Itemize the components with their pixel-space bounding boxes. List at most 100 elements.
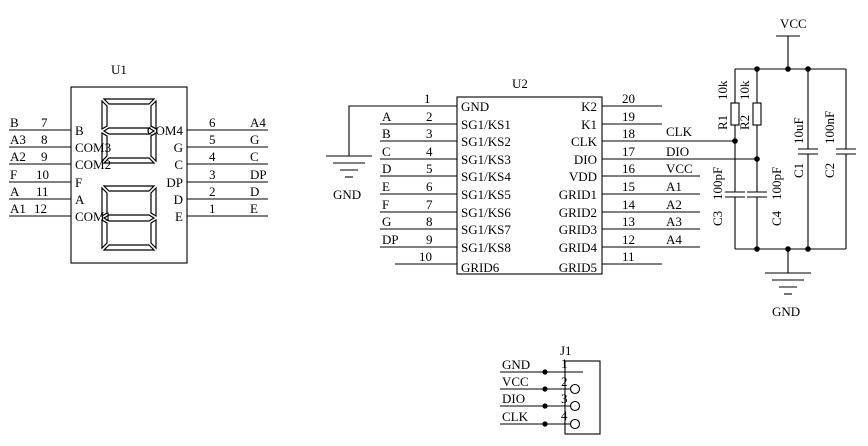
u1-right-pins: COM4 6 A4 G 5 G C 4 C DP 3 DP — [147, 115, 268, 224]
u2-pin-11: GRID5 11 — [559, 249, 662, 275]
u2-net-label: D — [382, 161, 391, 176]
u2-pin-name: SG1/KS5 — [461, 187, 511, 202]
u2-pin-name: SG1/KS1 — [461, 117, 511, 132]
u1-net-label: C — [250, 149, 259, 164]
u2-pin-number: 1 — [424, 91, 431, 106]
u1-pin-number: 4 — [209, 149, 216, 164]
u2-pin-number: 20 — [622, 91, 635, 106]
u1-pin-name: DP — [166, 175, 183, 190]
u2-driver-ic: U2 1 GND A 2 SG1/KS1 B 3 SG1/KS2 — [380, 76, 740, 275]
u2-right-pins: K2 20 K1 19 CLK 18 CLK DIO 17 DIO — [559, 91, 740, 275]
u1-pin-number: 12 — [34, 201, 47, 216]
c3-capacitor: C3 100pF — [710, 141, 745, 249]
u2-pin-number: 13 — [622, 214, 635, 229]
u2-pin-number: 3 — [426, 126, 433, 141]
u2-pin-9: DP 9 SG1/KS8 — [380, 232, 511, 255]
gnd-label: GND — [333, 187, 361, 202]
c1-capacitor: C1 10uF — [791, 69, 818, 249]
u1-pin-name: B — [75, 123, 84, 138]
u2-pin-name: GRID6 — [461, 260, 500, 275]
u1-pin-8: A3 8 COM3 — [9, 132, 111, 155]
u2-pin-name: GRID4 — [559, 240, 598, 255]
u2-pin-number: 2 — [426, 109, 433, 124]
u2-pin-name: SG1/KS7 — [461, 222, 511, 237]
u2-net-label: A4 — [666, 232, 682, 247]
u2-body — [456, 96, 603, 275]
u1-pin-number: 8 — [41, 132, 48, 147]
u2-ref: U2 — [512, 76, 528, 91]
u2-pin-name: GRID1 — [559, 187, 597, 202]
r2-resistor: R2 10k — [737, 69, 762, 159]
u2-pin-17: DIO 17 DIO — [574, 144, 740, 167]
u1-net-label: G — [250, 132, 259, 147]
j1-net-label: GND — [502, 357, 530, 372]
u2-pin-12: GRID4 12 A4 — [559, 232, 700, 255]
u2-net-label: DIO — [666, 144, 689, 159]
u1-pin-10: F 10 F — [9, 167, 82, 190]
c4-capacitor: C4 100pF — [747, 159, 784, 249]
u2-pin-name: GRID5 — [559, 260, 597, 275]
u1-pin-name: COM1 — [75, 209, 111, 224]
r1-resistor: R1 10k — [715, 69, 740, 141]
u2-pin-name: GRID3 — [559, 222, 597, 237]
u2-pin-name: SG1/KS6 — [461, 205, 511, 220]
u2-pin-10: 10 GRID6 — [395, 249, 500, 275]
u2-pin-number: 4 — [426, 144, 433, 159]
u1-pin-7: B 7 B — [9, 115, 84, 138]
u1-pin-number: 11 — [36, 184, 49, 199]
u1-net-label: DP — [250, 167, 267, 182]
u2-net-label: CLK — [666, 124, 693, 139]
u1-pin-number: 6 — [209, 115, 216, 130]
u1-pin-name: F — [75, 175, 82, 190]
u1-pin-number: 1 — [209, 201, 216, 216]
u2-pin-4: C 4 SG1/KS3 — [380, 144, 511, 167]
u1-net-label: B — [10, 115, 19, 130]
u1-net-label: E — [250, 201, 258, 216]
u1-pin-number: 9 — [41, 149, 48, 164]
u1-pin-name: E — [175, 209, 183, 224]
u1-pin-number: 2 — [209, 184, 216, 199]
u1-net-label: A4 — [250, 115, 266, 130]
u1-net-label: A2 — [10, 149, 26, 164]
j1-connector: J1 GND 1 VCC 2 DIO 3 CLK 4 — [500, 343, 601, 435]
c3-ref: C3 — [710, 211, 725, 226]
u2-pin-13: GRID3 13 A3 — [559, 214, 700, 237]
u2-pin-1: 1 GND — [395, 91, 489, 114]
u2-pin-name: SG1/KS2 — [461, 134, 511, 149]
u2-pin-number: 12 — [622, 232, 635, 247]
c1-ref: C1 — [791, 163, 806, 178]
u1-pin-name: COM2 — [75, 157, 111, 172]
u2-pin-16: VDD 16 VCC — [569, 161, 700, 184]
j1-pin-1: GND 1 — [500, 356, 583, 375]
u2-net-label: F — [382, 197, 389, 212]
u1-body — [70, 86, 188, 264]
u1-pin-name: COM3 — [75, 140, 111, 155]
u1-pin-1: E 1 E — [175, 201, 268, 224]
gnd-left: GND — [326, 105, 395, 202]
r1-value: 10k — [715, 80, 730, 100]
u2-net-label: B — [382, 126, 391, 141]
u2-pin-number: 15 — [622, 179, 635, 194]
u1-net-label: A3 — [10, 132, 26, 147]
gnd-wire — [348, 105, 395, 156]
c2-value: 100nF — [822, 111, 837, 144]
c1-value: 10uF — [791, 117, 806, 144]
junction-dot — [785, 66, 791, 72]
u1-ref: U1 — [111, 62, 127, 77]
u2-pin-number: 7 — [426, 197, 433, 212]
u1-net-label: F — [10, 167, 17, 182]
j1-body — [564, 360, 601, 435]
gnd-label: GND — [772, 304, 800, 319]
u2-pin-name: K1 — [581, 117, 597, 132]
junction-dot — [805, 246, 811, 252]
u2-pin-6: E 6 SG1/KS5 — [380, 179, 511, 202]
u2-pin-number: 10 — [419, 249, 432, 264]
vcc-label: VCC — [780, 16, 807, 31]
u1-pin-name: D — [174, 192, 183, 207]
u2-pin-3: B 3 SG1/KS2 — [380, 126, 511, 149]
u1-pin-9: A2 9 COM2 — [9, 149, 111, 172]
u1-pin-number: 5 — [209, 132, 216, 147]
u2-pin-number: 19 — [622, 109, 635, 124]
u2-net-label: A1 — [666, 179, 682, 194]
j1-net-label: CLK — [502, 409, 529, 424]
